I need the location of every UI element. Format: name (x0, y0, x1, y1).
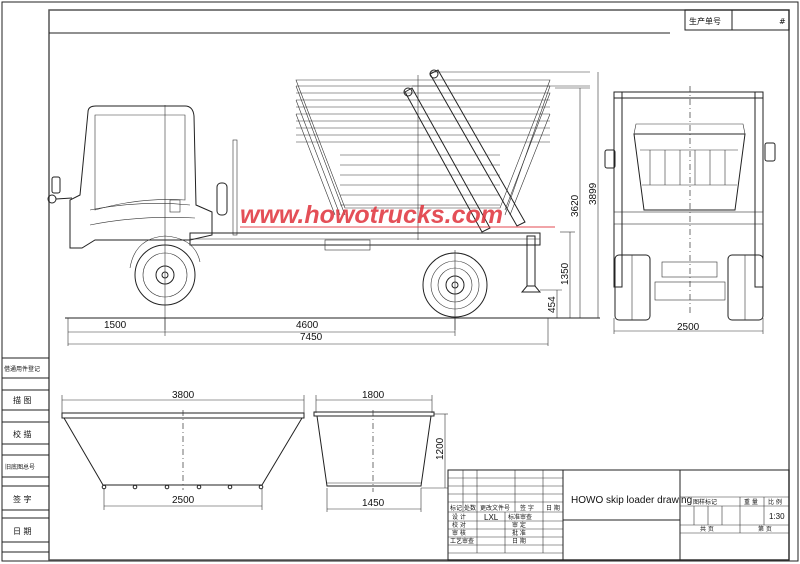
rev-header-doc-no: 更改文件号 (480, 504, 510, 512)
sidebar-item-date: 日 期 (13, 527, 32, 536)
title-block: 标记 处数 更改文件号 签 字 日 期 设 计 LXL 标准审查 校 对 审 定… (447, 469, 790, 561)
sidebar-item-registration: 借通用件登记 (4, 365, 40, 373)
stage-mark-label: 图样标记 (693, 498, 717, 506)
drawing-frame (48, 9, 790, 561)
air-tank (216, 182, 228, 216)
scale-value: 1:30 (769, 512, 785, 521)
sidebar-item-old-drawing-no: 旧底图总号 (5, 463, 35, 471)
sidebar-item-check-tracing: 校 描 (13, 429, 32, 439)
left-sidebar-table: 借通用件登记 描 图 校 描 旧底图总号 签 字 日 期 (2, 357, 49, 553)
side-mirror (51, 176, 61, 194)
side-view-dimensions: 1500 4600 7450 3620 3899 1350 454 (67, 72, 599, 346)
weight-label: 重 量 (744, 498, 758, 506)
exhaust-pipe (232, 139, 238, 236)
production-no-label: 生产单号 (689, 16, 721, 26)
sign-approve-label: 审 定 (512, 521, 526, 529)
sign-check-label: 校 对 (452, 521, 466, 529)
rear-skip (633, 133, 746, 211)
stabilizer-leg (526, 235, 536, 287)
watermark: www.howotrucks.com (240, 201, 503, 229)
truck-rear-view: 2500 (604, 86, 776, 334)
rear-right-mirror (764, 142, 776, 162)
rev-header-date: 日 期 (546, 504, 560, 512)
dim-skip-bottom-width: 1450 (362, 498, 385, 509)
skip-side-view: 3800 2500 (61, 390, 305, 510)
skip-end-outline (316, 415, 432, 487)
dim-overall-height: 3899 (588, 182, 599, 205)
sign-design-label: 设 计 (452, 513, 466, 521)
dim-overall-length: 7450 (300, 332, 323, 343)
sign-standard-review-label: 标准审查 (508, 513, 532, 521)
sign-review-label: 审 核 (452, 529, 466, 537)
lift-arm-rear (404, 87, 491, 233)
rev-header-mark: 标记 (450, 504, 462, 512)
rear-right-wheels (727, 254, 764, 321)
dim-skip-top-width: 1800 (362, 390, 385, 401)
dim-skip-bottom-length: 2500 (172, 495, 195, 506)
dim-wheelbase: 4600 (296, 320, 319, 331)
rev-header-count: 处数 (464, 504, 476, 512)
sidebar-item-signature: 签 字 (13, 494, 32, 504)
dim-frame-height: 1350 (560, 262, 571, 285)
sign-ratify-label: 批 准 (512, 529, 526, 537)
sidebar-item-tracing: 描 图 (13, 395, 32, 405)
dim-skip-height: 1200 (435, 437, 446, 460)
skip-end-view: 1800 1200 1450 (313, 390, 448, 512)
sign-design-value: LXL (484, 513, 499, 522)
dim-stabilizer-height: 454 (547, 296, 558, 313)
sign-process-review-label: 工艺审查 (450, 537, 474, 545)
rear-left-wheels (614, 254, 651, 321)
dim-arm-height: 3620 (570, 194, 581, 217)
skip-bucket-stack (295, 79, 551, 216)
rear-arm-right (754, 91, 764, 288)
cab-window (94, 114, 186, 211)
dim-skip-top-length: 3800 (172, 390, 195, 401)
total-sheets-label: 共 页 (700, 525, 714, 533)
sheet-number-label: 第 页 (758, 525, 772, 533)
dim-rear-width: 2500 (677, 322, 700, 333)
dim-front-overhang: 1500 (104, 320, 127, 331)
lift-arm-front (429, 69, 526, 227)
drawing-title: HOWO skip loader drawing (571, 495, 692, 506)
production-no-value: # (779, 17, 786, 26)
scale-label: 比 例 (768, 498, 782, 506)
sign-date-label: 日 期 (512, 537, 526, 545)
production-number-box: 生产单号 # (684, 9, 790, 31)
cab-outline (69, 105, 213, 249)
rev-header-signature: 签 字 (520, 504, 534, 512)
rear-left-mirror (604, 149, 616, 169)
truck-side-view (47, 69, 600, 330)
